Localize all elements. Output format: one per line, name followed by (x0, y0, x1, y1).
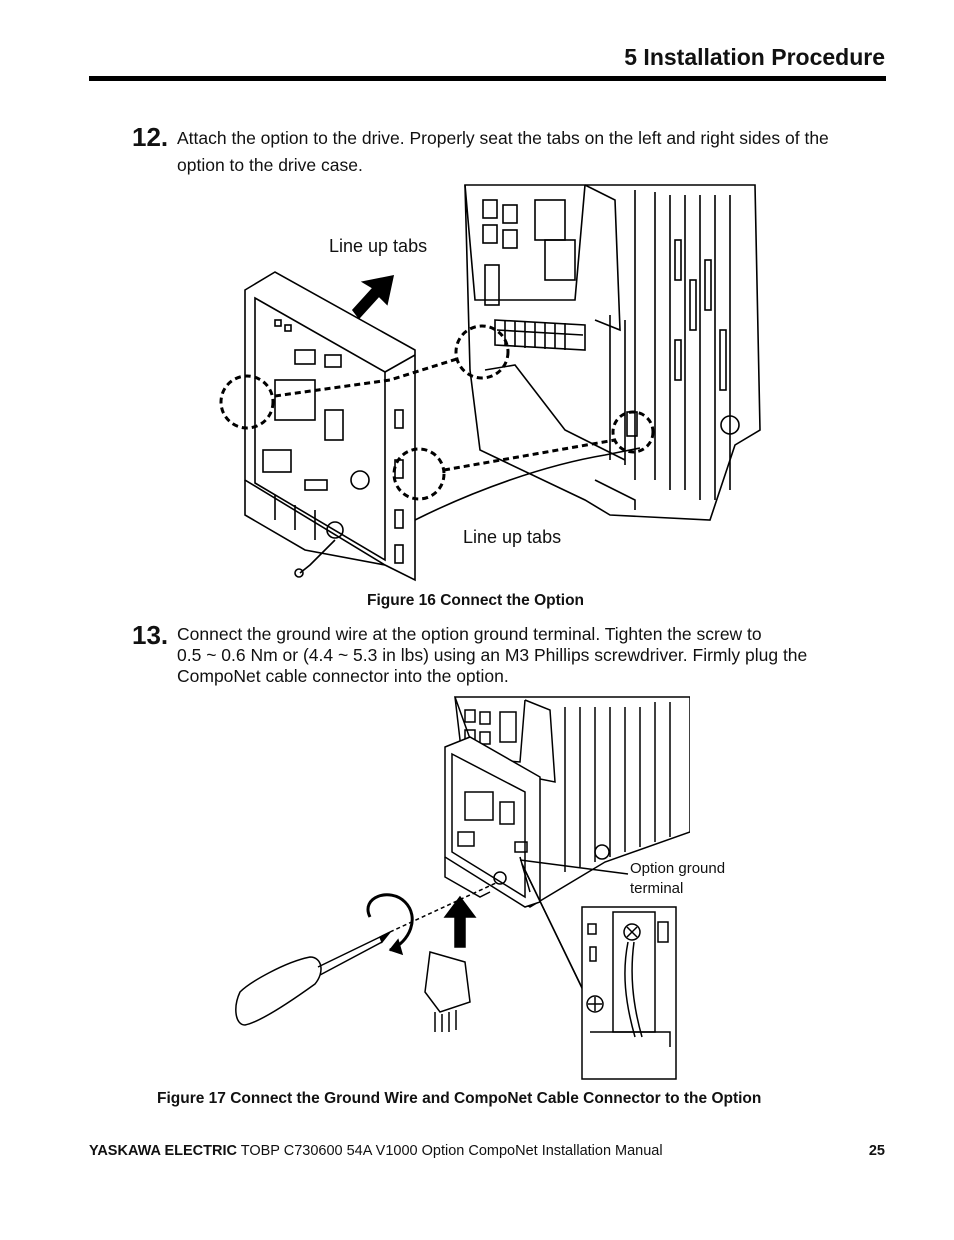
page-number: 25 (868, 1143, 885, 1159)
figure-17-label: Option ground terminal (630, 859, 725, 899)
rotate-arrow-icon (366, 893, 414, 952)
step-13-line-2: 0.5 ~ 0.6 Nm or (4.4 ~ 5.3 in lbs) using… (177, 645, 808, 665)
arrow-up-icon (443, 895, 477, 948)
step-13-text: Connect the ground wire at the option gr… (177, 624, 897, 687)
figure-16-illustration (215, 180, 770, 585)
drive-unit (464, 184, 761, 521)
figure-17-drawing (235, 696, 690, 1080)
screwdriver-handle (235, 956, 322, 1026)
screwdriver-shaft (317, 936, 383, 976)
figure-16-label-bottom: Line up tabs (463, 527, 562, 547)
figure-16-drawing (219, 184, 761, 582)
step-12-line-2: option to the drive case. (177, 155, 363, 175)
footer-company: YASKAWA ELECTRIC (89, 1143, 237, 1159)
step-13-line-1: Connect the ground wire at the option gr… (177, 624, 762, 644)
step-13-line-3: CompoNet cable connector into the option… (177, 666, 509, 686)
figure-17-label-line-2: terminal (630, 880, 684, 897)
footer-manual: TOBP C730600 54A V1000 Option CompoNet I… (236, 1143, 663, 1159)
figure-16-caption: Figure 16 Connect the Option (367, 592, 585, 609)
step-13-number: 13. (132, 620, 169, 650)
option-board (244, 271, 416, 582)
figure-17-caption: Figure 17 Connect the Ground Wire and Co… (157, 1090, 762, 1107)
section-title: 5 Installation Procedure (624, 44, 885, 70)
step-12-line-1: Attach the option to the drive. Properly… (177, 128, 829, 148)
figure-17-illustration (230, 692, 690, 1087)
footer-manual-title: YASKAWA ELECTRIC TOBP C730600 54A V1000 … (89, 1143, 663, 1159)
arrow-up-icon (351, 274, 395, 320)
figure-17-label-line-1: Option ground (630, 860, 726, 877)
step-12-text: Attach the option to the drive. Properly… (177, 125, 897, 179)
header-rule (89, 76, 886, 81)
step-12-number: 12. (132, 122, 169, 152)
figure-16-label-top: Line up tabs (329, 236, 428, 256)
componet-connector (424, 951, 471, 1013)
